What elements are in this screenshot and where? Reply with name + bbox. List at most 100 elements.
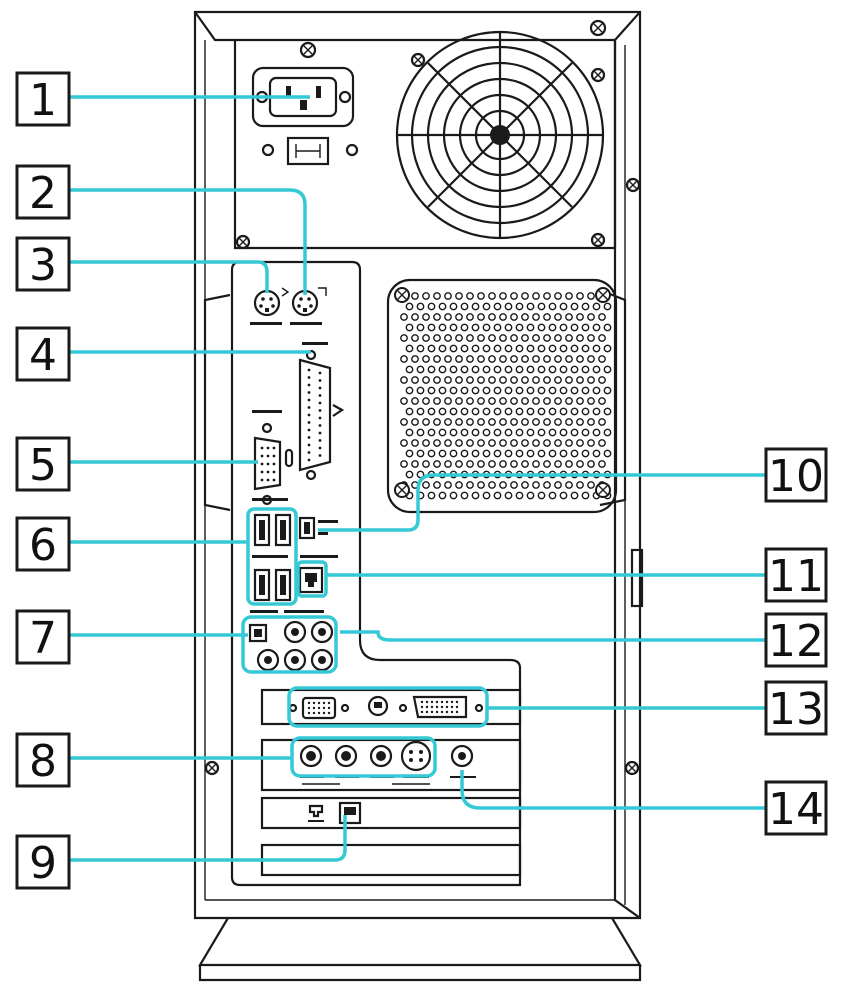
pattern-dot: [565, 439, 573, 447]
pattern-dot: [307, 421, 311, 424]
callout-9: 9: [15, 834, 71, 890]
pattern-dot: [455, 334, 463, 342]
pattern-dot: [312, 706, 316, 710]
pattern-dot: [460, 365, 469, 374]
callout-6: 6: [15, 516, 71, 572]
pattern-dot: [466, 418, 474, 426]
pattern-dot: [400, 376, 408, 384]
pattern-dot: [471, 344, 480, 353]
pattern-dot: [532, 292, 540, 300]
pattern-dot: [554, 376, 562, 384]
pattern-dot: [420, 705, 424, 709]
pattern-dot: [587, 292, 595, 300]
pattern-dot: [537, 428, 546, 437]
callout-7: 7: [15, 609, 71, 665]
pattern-dot: [515, 302, 524, 311]
pattern-dot: [537, 302, 546, 311]
pattern-dot: [598, 418, 606, 426]
callout-13: 13: [764, 680, 828, 736]
pattern-dot: [526, 407, 535, 416]
pattern-dot: [427, 365, 436, 374]
graphics-card-ports[interactable]: [288, 695, 484, 720]
pattern-dot: [312, 701, 316, 705]
ps2-mouse-port[interactable]: [291, 289, 319, 317]
pattern-dot: [592, 344, 601, 353]
pattern-dot: [499, 418, 507, 426]
pattern-dot: [576, 460, 584, 468]
pattern-dot: [510, 439, 518, 447]
pattern-dot: [318, 409, 322, 412]
parallel-printer-port[interactable]: [298, 342, 345, 481]
pattern-dot: [450, 705, 454, 709]
pattern-dot: [438, 491, 447, 500]
callout-5: 5: [15, 436, 71, 492]
pattern-dot: [570, 386, 579, 395]
pattern-dot: [260, 470, 264, 474]
pattern-dot: [592, 449, 601, 458]
pattern-dot: [466, 460, 474, 468]
pattern-dot: [471, 449, 480, 458]
pattern-dot: [510, 376, 518, 384]
pattern-dot: [554, 481, 562, 489]
pattern-dot: [466, 439, 474, 447]
pattern-dot: [318, 431, 322, 435]
callout-number: 3: [29, 240, 57, 291]
ilink-port[interactable]: [298, 516, 338, 540]
pattern-dot: [482, 365, 491, 374]
pattern-dot: [521, 355, 529, 363]
network-port[interactable]: [298, 555, 338, 594]
pattern-dot: [521, 439, 529, 447]
pattern-dot: [260, 478, 264, 482]
pattern-dot: [482, 302, 491, 311]
pattern-dot: [438, 407, 447, 416]
pattern-dot: [307, 428, 311, 432]
pattern-dot: [543, 355, 551, 363]
pattern-dot: [405, 386, 414, 395]
pattern-dot: [598, 313, 606, 321]
usb-ports-lower[interactable]: [252, 555, 292, 602]
ps2-keyboard-port[interactable]: [253, 289, 281, 317]
callout-12: 12: [764, 612, 828, 668]
pattern-dot: [460, 386, 469, 395]
callout-number: 5: [29, 440, 57, 491]
pattern-dot: [526, 302, 535, 311]
pattern-dot: [272, 462, 276, 466]
pattern-dot: [576, 292, 584, 300]
pattern-dot: [565, 481, 573, 489]
pattern-dot: [477, 355, 485, 363]
pattern-dot: [420, 700, 424, 704]
pattern-dot: [504, 323, 513, 332]
pattern-dot: [307, 701, 311, 705]
pattern-dot: [587, 481, 595, 489]
pattern-dot: [422, 292, 430, 300]
pattern-dot: [537, 449, 546, 458]
pattern-dot: [449, 449, 458, 458]
pattern-dot: [471, 428, 480, 437]
pattern-dot: [510, 334, 518, 342]
vga-monitor-port[interactable]: [252, 410, 294, 506]
pattern-dot: [532, 439, 540, 447]
pattern-dot: [603, 344, 612, 353]
pattern-dot: [510, 481, 518, 489]
optical-out-port[interactable]: [248, 610, 278, 643]
pattern-dot: [488, 376, 496, 384]
pattern-dot: [411, 439, 419, 447]
usb-ports-upper[interactable]: [252, 498, 292, 547]
pattern-dot: [450, 700, 454, 704]
power-supply: [233, 30, 617, 250]
pattern-dot: [570, 365, 579, 374]
pattern-dot: [266, 454, 270, 458]
pattern-dot: [521, 292, 529, 300]
pattern-dot: [450, 710, 454, 714]
pattern-dot: [565, 313, 573, 321]
pattern-dot: [272, 470, 276, 474]
modem-line-port[interactable]: [308, 801, 362, 825]
pattern-dot: [543, 376, 551, 384]
pattern-dot: [559, 407, 568, 416]
audio-jacks[interactable]: [256, 610, 334, 672]
pattern-dot: [460, 491, 469, 500]
pattern-dot: [504, 491, 513, 500]
pattern-dot: [592, 302, 601, 311]
pattern-dot: [307, 711, 311, 715]
pattern-dot: [460, 302, 469, 311]
